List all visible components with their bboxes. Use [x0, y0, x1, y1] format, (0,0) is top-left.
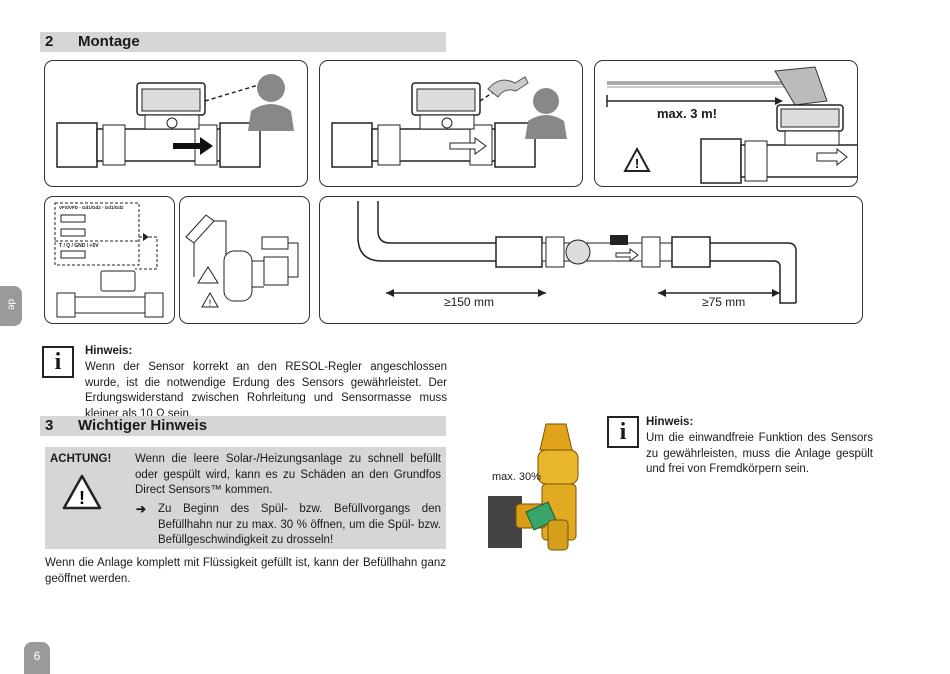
section-header-montage: 2 Montage: [40, 32, 446, 52]
arrow-bullet-icon: ➔: [136, 502, 147, 516]
page-number: 6: [33, 649, 41, 663]
warning-label: ACHTUNG!: [50, 453, 112, 465]
section-header-important: 3 Wichtiger Hinweis: [40, 416, 446, 436]
section-number: 2: [45, 33, 54, 50]
distance-after-label: ≥75 mm: [702, 295, 746, 309]
solar-system-schematic: !: [185, 214, 299, 308]
sensor-clip-illustration: [331, 76, 567, 168]
terminal-header-label: VFS/VFD - Gd1/Gd2 - Gd1/Gd2: [59, 205, 124, 210]
warning-triangle-icon: !: [62, 474, 102, 510]
figure-panel-2: [319, 60, 583, 187]
figure-panel-1: [44, 60, 308, 187]
language-tab: de: [0, 286, 22, 326]
page-number-tab: 6: [24, 642, 50, 674]
warning-text: Wenn die leere Solar-/Heizungsanlage zu …: [135, 453, 441, 496]
terminal-pins-label: T / Q / GND / +5V: [59, 243, 99, 249]
note-title: Hinweis:: [646, 416, 694, 428]
section-title: Wichtiger Hinweis: [78, 417, 208, 434]
wiring-illustration: [54, 202, 164, 318]
figure-panel-6: ≥150 mm ≥75 mm: [319, 196, 863, 324]
info-icon: i: [607, 416, 639, 448]
max-cable-label: max. 3 m!: [657, 106, 717, 121]
note-text: Wenn der Sensor korrekt an den RESOL-Reg…: [85, 361, 447, 420]
cable-length-illustration: !: [606, 66, 857, 184]
language-code: de: [5, 298, 17, 311]
fill-valve-illustration: [488, 423, 579, 551]
svg-text:!: !: [209, 298, 212, 308]
note-title: Hinweis:: [85, 345, 133, 357]
section-number: 3: [45, 417, 54, 434]
warning-box: [45, 447, 446, 549]
note-text: Um die einwandfreie Funktion des Sensors…: [646, 432, 873, 475]
svg-text:!: !: [79, 488, 85, 508]
valve-opening-label: max. 30%: [492, 471, 541, 483]
info-icon: i: [42, 346, 74, 378]
distance-before-label: ≥150 mm: [444, 295, 494, 309]
pipe-distance-illustration: [357, 201, 797, 304]
section-title: Montage: [78, 33, 140, 50]
figure-panel-4: VFS/VFD - Gd1/Gd2 - Gd1/Gd2 T / Q / GND …: [44, 196, 175, 324]
warning-bullet-text: Zu Beginn des Spül- bzw. Befüllvorgangs …: [158, 503, 441, 546]
svg-text:!: !: [635, 156, 639, 171]
body-paragraph: Wenn die Anlage komplett mit Flüssigkeit…: [45, 557, 446, 585]
figure-panel-5: !: [179, 196, 310, 324]
sensor-installation-illustration: [56, 74, 294, 168]
figure-panel-3: ! max. 3 m!: [594, 60, 858, 187]
